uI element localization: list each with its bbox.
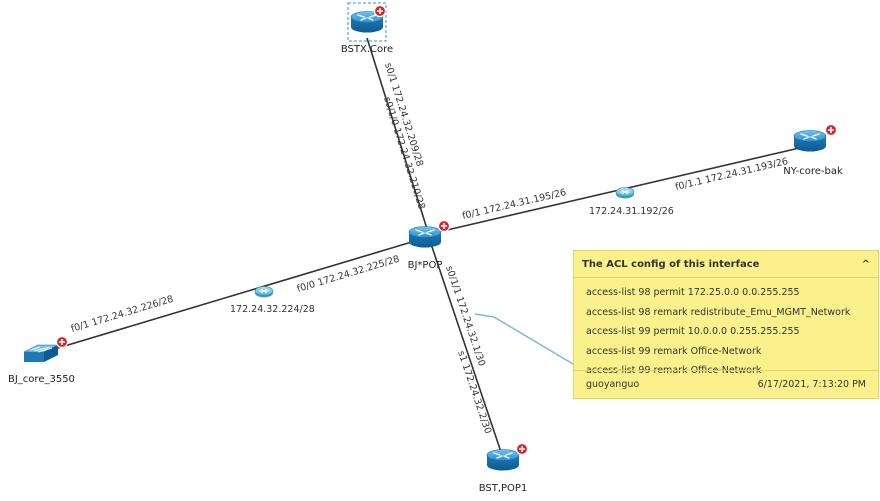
device-label: BST,POP1 xyxy=(479,483,528,494)
acl-line: access-list 98 remark redistribute_Emu_M… xyxy=(586,306,851,318)
device-bstx-core[interactable]: BSTX.Core xyxy=(341,2,393,55)
add-badge-icon xyxy=(55,335,69,349)
subnet-label-ny: 172.24.31.192/26 xyxy=(589,206,674,217)
router-icon xyxy=(486,448,520,472)
acl-line: access-list 99 remark Office-Network xyxy=(586,345,762,357)
link-bstx-bjpop[interactable] xyxy=(366,37,429,233)
acl-line: access-list 98 permit 172.25.0.0 0.0.255… xyxy=(586,287,800,298)
add-badge-icon xyxy=(437,219,451,233)
note-connector xyxy=(474,313,574,365)
acl-line: access-list 99 permit 10.0.0.0 0.255.255… xyxy=(586,326,800,337)
link-bjpop-bst[interactable] xyxy=(428,237,504,459)
note-footer: guoyanguo 6/17/2021, 7:13:20 PM xyxy=(574,370,878,398)
device-label: BJ*POP xyxy=(408,260,443,271)
device-ny-core-bak[interactable]: NY-core-bak xyxy=(783,123,843,178)
note-timestamp: 6/17/2021, 7:13:20 PM xyxy=(757,379,866,390)
hub-icon[interactable] xyxy=(254,286,274,298)
link-bjpop-bj[interactable] xyxy=(47,237,426,352)
note-header: The ACL config of this interface ^ xyxy=(574,251,878,278)
note-author: guoyanguo xyxy=(586,379,640,390)
add-badge-icon xyxy=(515,442,529,456)
link-label-bjpop-bj-side: f0/0 172.24.32.225/28 xyxy=(296,254,401,295)
hub-icon[interactable] xyxy=(615,187,635,199)
note-title: The ACL config of this interface xyxy=(582,258,760,270)
device-bj-core-3550[interactable]: BJ_core_3550 xyxy=(8,335,75,386)
device-label: BJ_core_3550 xyxy=(8,374,75,385)
note-body: access-list 98 permit 172.25.0.0 0.0.255… xyxy=(574,278,878,381)
router-icon xyxy=(793,129,827,153)
add-badge-icon xyxy=(373,4,387,18)
add-badge-icon xyxy=(824,123,838,137)
link-label-ny-side: f0/1.1 172.24.31.193/26 xyxy=(674,156,789,193)
router-icon xyxy=(408,225,442,249)
collapse-icon[interactable]: ^ xyxy=(861,258,870,270)
acl-note: The ACL config of this interface ^ acces… xyxy=(573,250,879,399)
device-label: NY-core-bak xyxy=(783,166,843,177)
device-label: BSTX.Core xyxy=(341,44,393,55)
switch-icon xyxy=(23,344,59,362)
device-bj-pop[interactable]: BJ*POP xyxy=(408,219,451,272)
subnet-label-bj: 172.24.32.224/28 xyxy=(230,304,315,315)
link-label-bjpop-ny-side: f0/1 172.24.31.195/26 xyxy=(461,187,567,222)
device-bst-pop1[interactable]: BST,POP1 xyxy=(479,442,529,495)
